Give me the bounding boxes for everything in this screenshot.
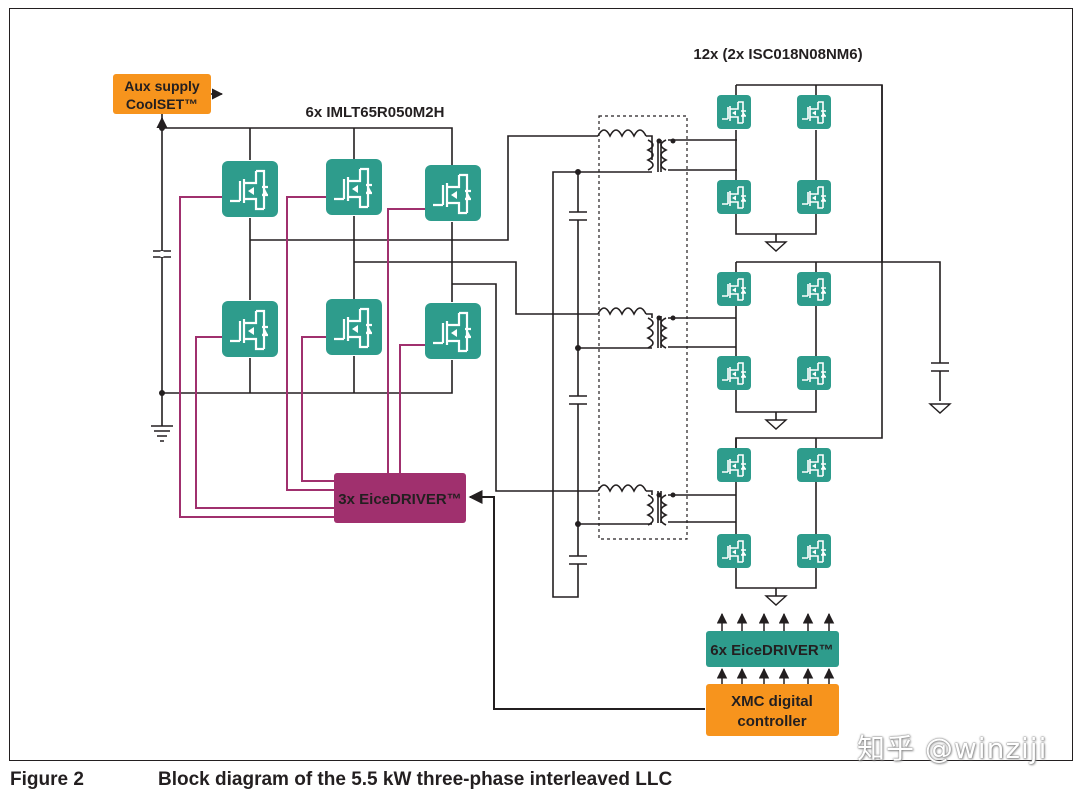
primary-driver-block: 3x EiceDRIVER™	[334, 473, 466, 523]
primary-mosfet	[324, 297, 384, 357]
secondary-driver-arrows	[716, 612, 835, 684]
primary-ground-symbol	[151, 425, 173, 442]
node	[575, 169, 581, 175]
figure-caption: Figure 2 Block diagram of the 5.5 kW thr…	[10, 769, 1080, 793]
node	[670, 492, 676, 498]
primary-mosfet	[220, 159, 280, 219]
secondary-mosfet	[796, 179, 832, 215]
figure-number: Figure 2	[10, 769, 84, 790]
primary-mosfet-label: 6x IMLT65R050M2H	[306, 104, 445, 121]
node	[670, 138, 676, 144]
secondary-mosfet	[796, 533, 832, 569]
primary-mosfet	[423, 301, 483, 361]
secondary-mosfet	[716, 355, 752, 391]
svg-text:6x EiceDRIVER™: 6x EiceDRIVER™	[710, 642, 833, 659]
secondary-mosfet	[716, 179, 752, 215]
secondary-mosfet	[716, 447, 752, 483]
controller-to-primary-driver	[468, 490, 705, 710]
primary-mosfet	[220, 299, 280, 359]
aux-supply-label-line2: CoolSET™	[126, 96, 198, 112]
input-capacitor	[153, 250, 171, 258]
secondary-mosfet	[796, 94, 832, 130]
gate-drive-wires	[179, 196, 425, 518]
node	[575, 345, 581, 351]
secondary-mosfet	[716, 271, 752, 307]
node	[656, 138, 662, 144]
ground-symbol	[765, 419, 787, 430]
ground-symbol	[765, 595, 787, 606]
secondary-mosfet	[796, 447, 832, 483]
svg-text:XMC digital: XMC digital	[731, 693, 813, 710]
transformer-dashed-box	[598, 115, 688, 540]
node	[575, 521, 581, 527]
primary-mosfet	[324, 157, 384, 217]
transformers	[552, 129, 736, 598]
bus-node	[159, 390, 165, 396]
secondary-driver-block: 6x EiceDRIVER™	[706, 631, 839, 667]
aux-supply-label-line1: Aux supply	[124, 78, 200, 94]
svg-text:3x EiceDRIVER™: 3x EiceDRIVER™	[338, 491, 461, 508]
svg-text:controller: controller	[737, 713, 806, 730]
watermark-text: 知乎 @winziji	[857, 732, 1048, 765]
figure-frame	[9, 8, 1073, 761]
primary-wiring	[161, 114, 598, 492]
secondary-mosfet	[796, 355, 832, 391]
secondary-mosfet-label: 12x (2x ISC018N08NM6)	[693, 46, 862, 63]
primary-mosfet	[423, 163, 483, 223]
figure-title: Block diagram of the 5.5 kW three-phase …	[158, 769, 673, 790]
secondary-mosfet	[716, 533, 752, 569]
controller-block: XMC digital controller	[706, 684, 839, 736]
secondary-mosfet	[796, 271, 832, 307]
secondary-mosfet	[716, 94, 752, 130]
node	[656, 492, 662, 498]
ground-symbol	[929, 403, 951, 414]
svg-text:6x IMLT65R050M2H: 6x IMLT65R050M2H	[306, 104, 445, 121]
aux-supply-block: Aux supply CoolSET™	[113, 74, 211, 114]
ground-symbol	[765, 241, 787, 252]
node	[670, 315, 676, 321]
node	[656, 315, 662, 321]
secondary-wiring	[735, 84, 949, 596]
